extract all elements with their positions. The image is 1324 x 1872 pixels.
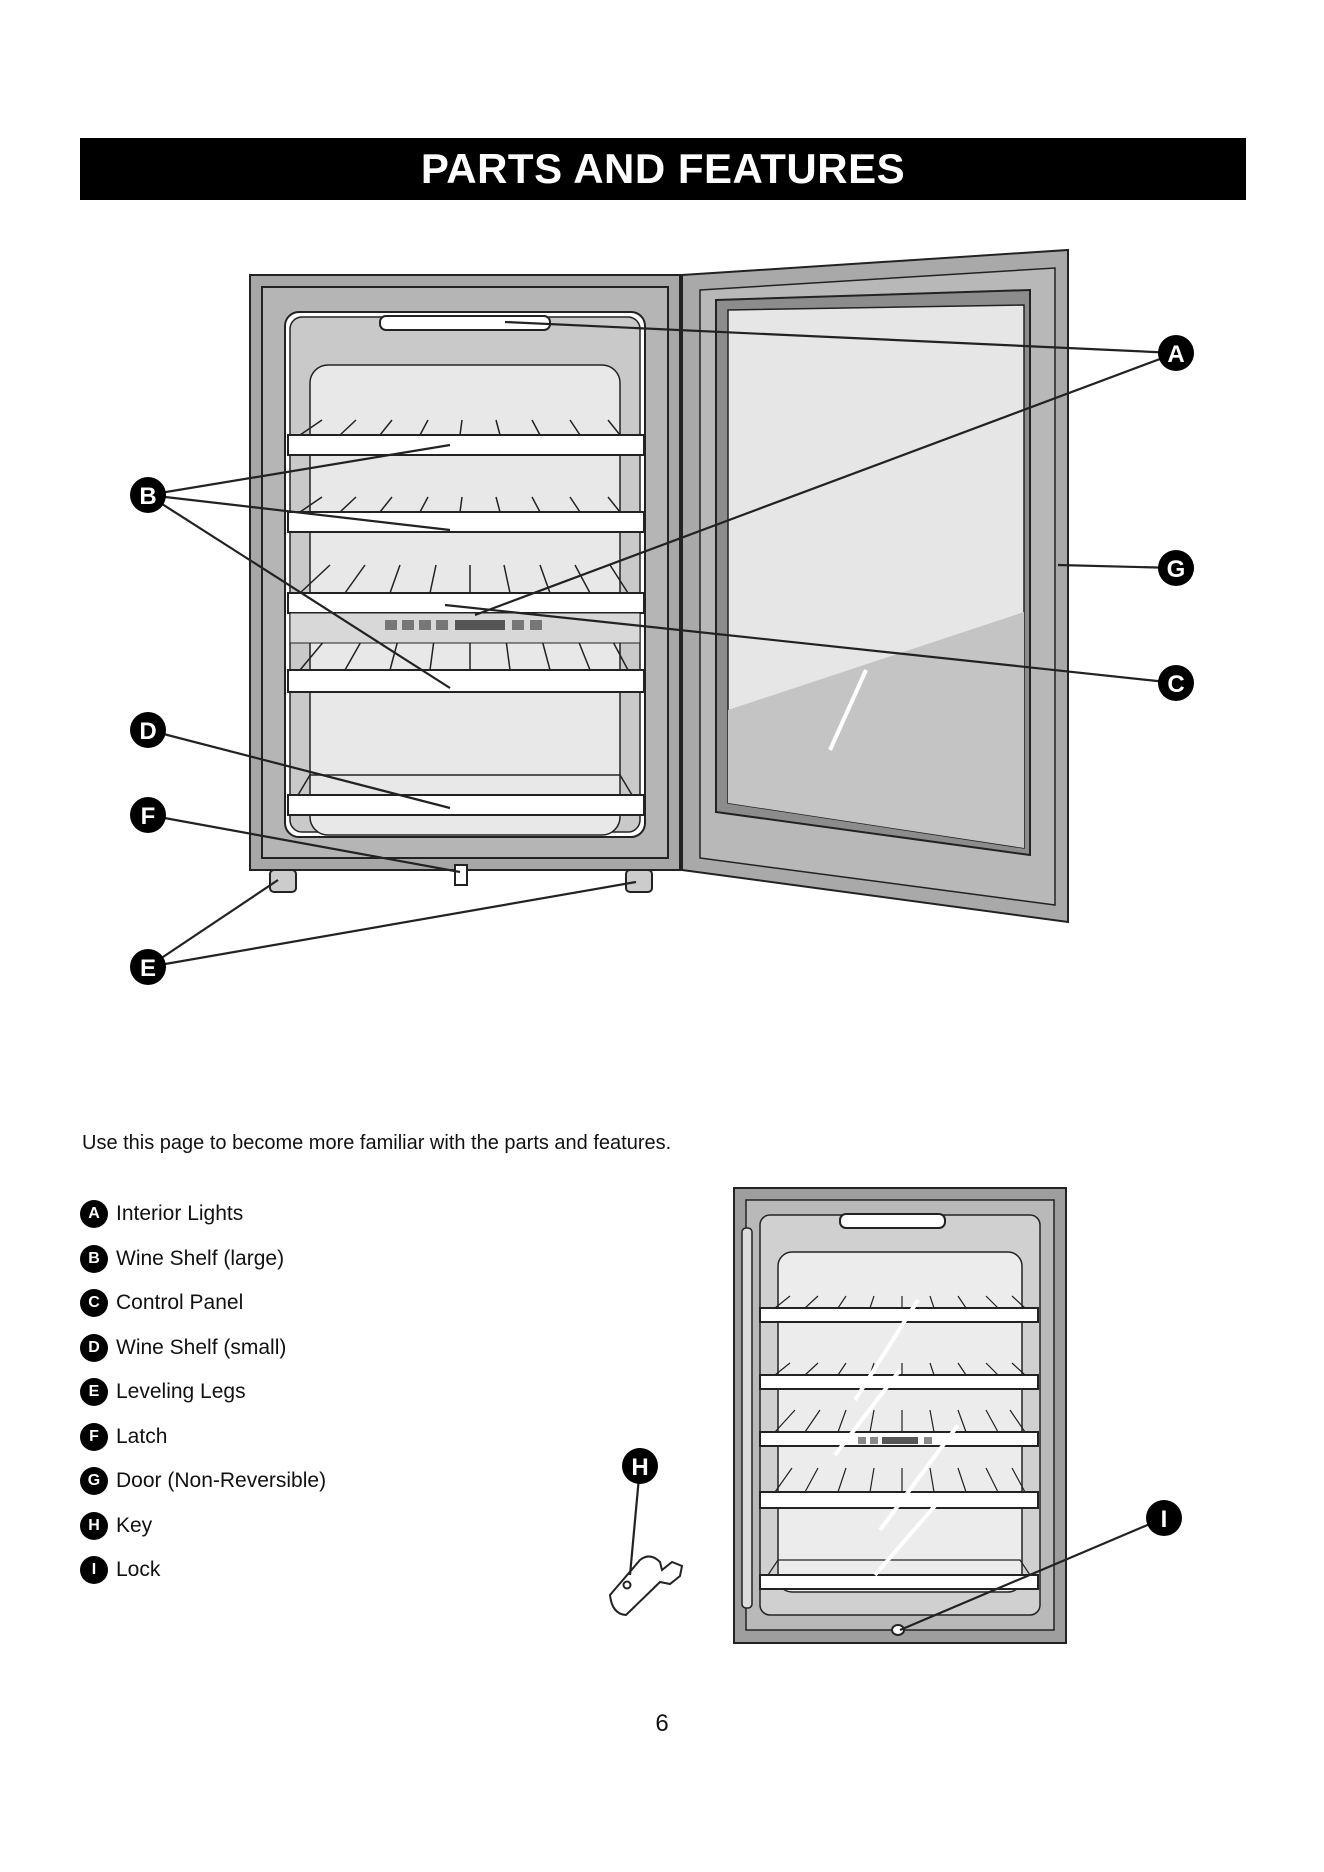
svg-text:B: B — [139, 483, 156, 510]
legend-item: B Wine Shelf (large) — [80, 1237, 326, 1282]
letter-badge: E — [80, 1378, 108, 1406]
page-number: 6 — [0, 1710, 1324, 1738]
callout-b: B — [130, 477, 166, 513]
legend-item: F Latch — [80, 1415, 326, 1460]
letter-badge: B — [80, 1245, 108, 1273]
svg-text:I: I — [1161, 1506, 1168, 1533]
legend-label: Interior Lights — [116, 1202, 243, 1226]
callout-i: I — [1146, 1500, 1182, 1536]
legend-item: G Door (Non-Reversible) — [80, 1459, 326, 1504]
callout-c: C — [1158, 665, 1194, 701]
svg-text:D: D — [139, 718, 156, 745]
legend-label: Control Panel — [116, 1291, 243, 1315]
letter-badge: G — [80, 1467, 108, 1495]
parts-legend: A Interior Lights B Wine Shelf (large) C Co… — [80, 1192, 326, 1593]
legend-item: D Wine Shelf (small) — [80, 1326, 326, 1371]
svg-text:C: C — [1167, 671, 1184, 698]
callout-g: G — [1158, 550, 1194, 586]
legend-item: A Interior Lights — [80, 1192, 326, 1237]
legend-label: Leveling Legs — [116, 1380, 246, 1404]
legend-label: Wine Shelf (small) — [116, 1336, 286, 1360]
callout-d: D — [130, 712, 166, 748]
letter-badge: H — [80, 1512, 108, 1540]
svg-text:H: H — [631, 1454, 648, 1481]
svg-text:G: G — [1167, 556, 1186, 583]
legend-item: E Leveling Legs — [80, 1370, 326, 1415]
callout-a: A — [1158, 335, 1194, 371]
legend-item: I Lock — [80, 1548, 326, 1593]
svg-text:A: A — [1167, 341, 1184, 368]
legend-label: Lock — [116, 1558, 160, 1582]
closed-cooler-diagram: H I — [600, 1180, 1200, 1650]
legend-label: Key — [116, 1514, 152, 1538]
wine-cooler-diagram: A B G C D F E — [0, 240, 1324, 1020]
key-icon — [610, 1556, 682, 1615]
callout-f: F — [130, 797, 166, 833]
letter-badge: C — [80, 1289, 108, 1317]
page-title: PARTS AND FEATURES — [80, 138, 1246, 200]
legend-label: Latch — [116, 1425, 167, 1449]
callout-h: H — [622, 1448, 658, 1484]
letter-badge: A — [80, 1200, 108, 1228]
letter-badge: D — [80, 1334, 108, 1362]
svg-text:F: F — [141, 803, 156, 830]
svg-text:E: E — [140, 955, 156, 982]
legend-item: H Key — [80, 1504, 326, 1549]
callout-e: E — [130, 949, 166, 985]
letter-badge: I — [80, 1556, 108, 1584]
legend-label: Door (Non-Reversible) — [116, 1469, 326, 1493]
letter-badge: F — [80, 1423, 108, 1451]
legend-label: Wine Shelf (large) — [116, 1247, 284, 1271]
legend-item: C Control Panel — [80, 1281, 326, 1326]
intro-text: Use this page to become more familiar wi… — [82, 1132, 671, 1155]
